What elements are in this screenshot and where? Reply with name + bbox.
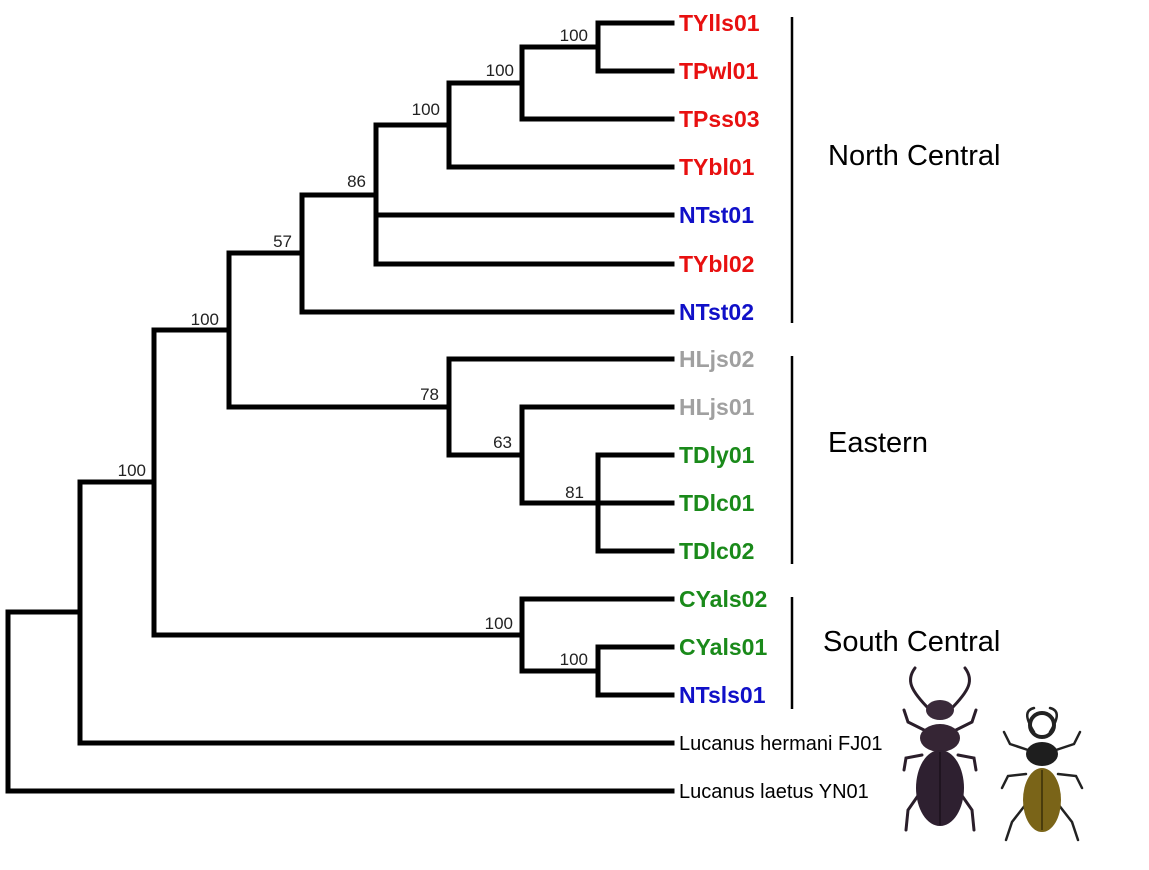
clade-label-south-central: South Central [823, 626, 1000, 658]
branch-86-node [373, 122, 675, 267]
bootstrap-label: 100 [485, 614, 513, 633]
branch-tylls01-tpwl01 [595, 20, 675, 74]
bootstrap-label: 100 [191, 310, 219, 329]
branch-tybl01 [446, 80, 675, 170]
bootstrap-label: 86 [347, 172, 366, 191]
tip-label: TDlc02 [679, 538, 754, 564]
tip-label: HLjs01 [679, 394, 755, 420]
bootstrap-label: 57 [273, 232, 292, 251]
tip-label: TYlls01 [679, 10, 760, 36]
tip-labels: TYlls01 TPwl01 TPss03 TYbl01 NTst01 TYbl… [679, 10, 882, 803]
branch-north-eastern-node [226, 250, 452, 410]
stag-beetle-gold-icon [1000, 706, 1084, 842]
bootstrap-label: 100 [560, 650, 588, 669]
tree-branches [5, 20, 675, 794]
tip-label: HLjs02 [679, 346, 754, 372]
clade-label-eastern: Eastern [828, 427, 928, 459]
tip-label: TDlc01 [679, 490, 755, 516]
branch-ingroup-root [151, 327, 525, 638]
bootstrap-label: 81 [565, 483, 584, 502]
tip-label: TDly01 [679, 442, 755, 468]
tip-label: NTst01 [679, 202, 754, 228]
tip-label: TPwl01 [679, 58, 758, 84]
branch-south-inner [595, 644, 675, 698]
tip-label-outgroup: Lucanus hermani FJ01 [679, 733, 882, 755]
tip-label: NTsls01 [679, 682, 766, 708]
tip-label: TYbl02 [679, 251, 754, 277]
stag-beetle-dark-icon [902, 666, 978, 832]
bootstrap-label: 100 [486, 61, 514, 80]
bootstrap-label: 100 [118, 461, 146, 480]
bootstrap-label: 100 [560, 26, 588, 45]
tip-label: CYals01 [679, 634, 767, 660]
tip-label: TPss03 [679, 106, 760, 132]
branch-hermani [77, 479, 675, 746]
bootstrap-values: 100 100 100 86 57 100 78 63 81 100 100 1… [118, 26, 588, 669]
tip-label: CYals02 [679, 586, 767, 612]
bootstrap-label: 63 [493, 433, 512, 452]
clade-label-north-central: North Central [828, 140, 1000, 172]
bootstrap-label: 100 [412, 100, 440, 119]
branch-81-node [595, 452, 675, 554]
tip-label: TYbl01 [679, 154, 755, 180]
branch-root [5, 609, 675, 794]
tip-label: NTst02 [679, 299, 754, 325]
tip-label-outgroup: Lucanus laetus YN01 [679, 781, 869, 803]
bootstrap-label: 78 [420, 385, 439, 404]
